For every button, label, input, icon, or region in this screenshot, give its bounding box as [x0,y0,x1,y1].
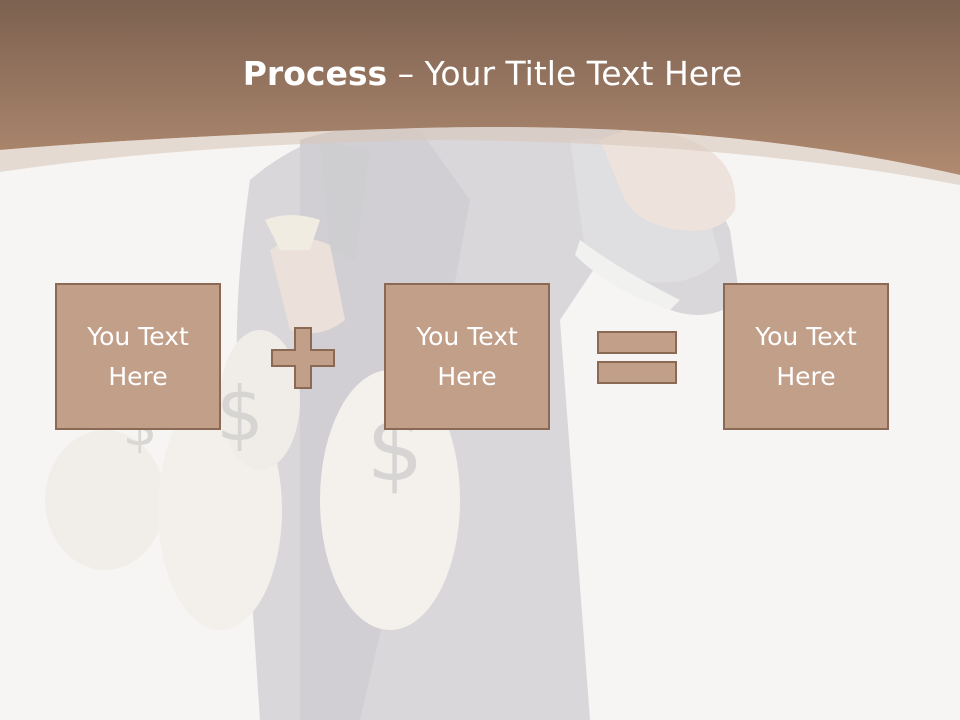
title-bold: Process [242,54,388,93]
title-rest: – Your Title Text Here [387,54,743,93]
text-box-3-label: You Text Here [755,321,857,391]
text-box-1-label: You Text Here [87,321,189,391]
svg-text:$: $ [216,370,264,458]
text-box-2-label: You Text Here [416,321,518,391]
equals-icon [597,331,677,384]
text-box-1: You Text Here [55,283,221,430]
text-box-2: You Text Here [384,283,550,430]
slide-title: Process – Your Title Text Here [0,52,960,96]
plus-icon [271,327,335,389]
text-box-3: You Text Here [723,283,889,430]
header-band [0,0,960,185]
